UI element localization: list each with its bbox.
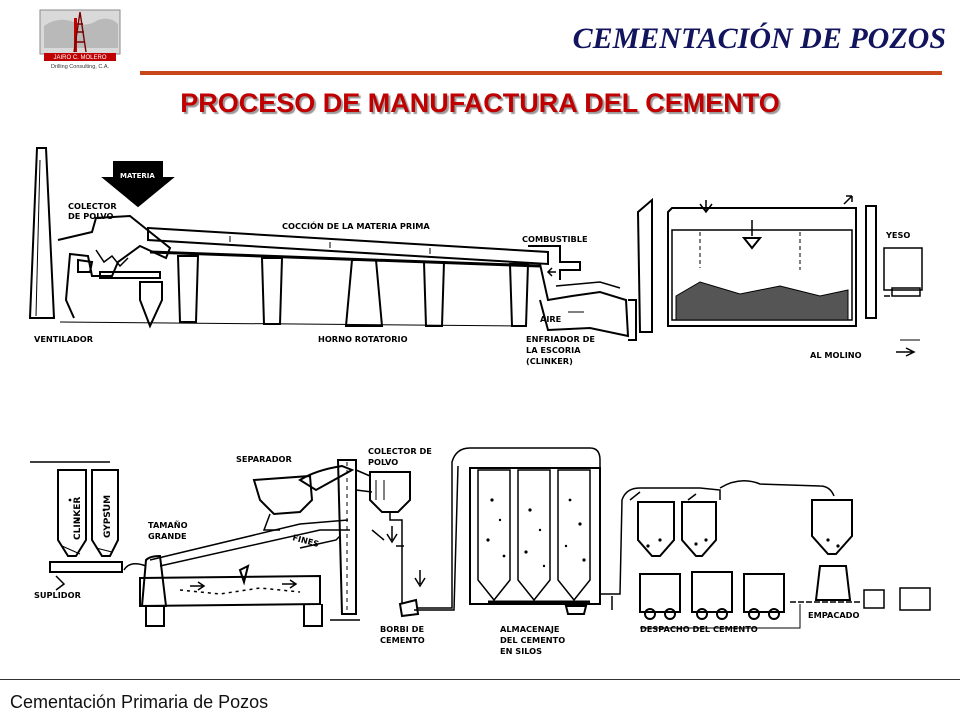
label-gypsum: GYPSUM <box>103 495 113 538</box>
label-bomba-1: BORBI DE <box>380 624 424 634</box>
bucket-elevator <box>636 197 653 333</box>
rail-car <box>691 571 733 613</box>
label-enfriador-3: (CLINKER) <box>526 356 573 366</box>
header-title: CEMENTACIÓN DE POZOS <box>572 22 946 55</box>
storage-silos <box>469 467 601 605</box>
label-tamano-1: TAMAÑO <box>148 520 188 530</box>
clinker-storage <box>667 207 857 327</box>
clinker-hopper <box>57 469 87 557</box>
label-colector-polvo-1: COLECTOR <box>68 201 117 211</box>
kiln-support <box>260 257 284 325</box>
label-almacenaje-3: EN SILOS <box>500 646 542 656</box>
company-logo: JAIRO C. MOLERO Drilling Consulting, C.A… <box>38 8 122 70</box>
kiln-support <box>508 263 530 327</box>
label-combustible: COMBUSTIBLE <box>522 234 588 244</box>
label-coccion: COCCIÓN DE LA MATERIA PRIMA <box>282 220 430 231</box>
label-separador: SEPARADOR <box>236 454 292 464</box>
dispatch-silo <box>811 499 853 555</box>
burner <box>528 245 581 280</box>
dispatch-silo <box>637 501 675 557</box>
page-title: PROCESO DE MANUFACTURA DEL CEMENTO <box>180 88 780 118</box>
label-enfriador-1: ENFRIADOR DE <box>526 334 595 344</box>
rotary-kiln <box>147 226 549 266</box>
kiln-support <box>422 261 446 327</box>
footer-text: Cementación Primaria de Pozos <box>10 692 269 712</box>
label-almacenaje-1: ALMACENAJE <box>500 624 559 634</box>
label-colector-bottom-2: POLVO <box>368 457 398 467</box>
dispatch-silo <box>681 501 717 557</box>
label-almacenaje-2: DEL CEMENTO <box>500 635 565 645</box>
cement-pump <box>398 598 420 618</box>
separator <box>252 474 314 516</box>
header-divider <box>140 71 942 75</box>
label-enfriador-2: LA ESCORIA <box>526 345 581 355</box>
logo-name: JAIRO C. MOLERO <box>53 55 106 61</box>
bag-filter <box>369 471 411 513</box>
footer-divider <box>0 679 960 680</box>
label-horno: HORNO ROTATORIO <box>318 334 408 344</box>
label-clinker: CLINKER <box>73 497 83 540</box>
label-colector-polvo-2: DE POLVO <box>68 211 113 221</box>
dust-collector <box>57 214 172 319</box>
label-bomba-2: CEMENTO <box>380 635 425 645</box>
label-al-molino: AL MOLINO <box>810 350 862 360</box>
packing-machine <box>814 565 852 601</box>
label-despacho: DESPACHO DEL CEMENTO <box>640 624 758 634</box>
rail-car <box>743 573 785 613</box>
cement-elevator <box>336 459 357 615</box>
label-tamano-2: GRANDE <box>148 531 187 541</box>
label-aire: AIRE <box>540 314 561 324</box>
label-suplidor: SUPLIDOR <box>34 590 82 600</box>
tank-truck <box>639 573 681 613</box>
label-colector-bottom-1: COLECTOR DE <box>368 446 432 456</box>
label-yeso: YESO <box>885 230 910 240</box>
chimney <box>28 147 56 319</box>
gypsum-hopper <box>91 469 119 557</box>
kiln-support <box>344 259 384 327</box>
logo-subtitle: Drilling Consulting, C.A. <box>51 64 110 70</box>
label-empacado: EMPACADO <box>808 610 859 620</box>
cement-process-diagram: MATERIA <box>28 147 931 656</box>
svg-text:MATERIA: MATERIA <box>120 172 155 180</box>
ball-mill <box>139 574 321 608</box>
feed-arrow <box>101 161 175 208</box>
label-ventilador: VENTILADOR <box>34 334 94 344</box>
clinker-cooler <box>539 263 630 338</box>
kiln-support <box>176 255 200 323</box>
